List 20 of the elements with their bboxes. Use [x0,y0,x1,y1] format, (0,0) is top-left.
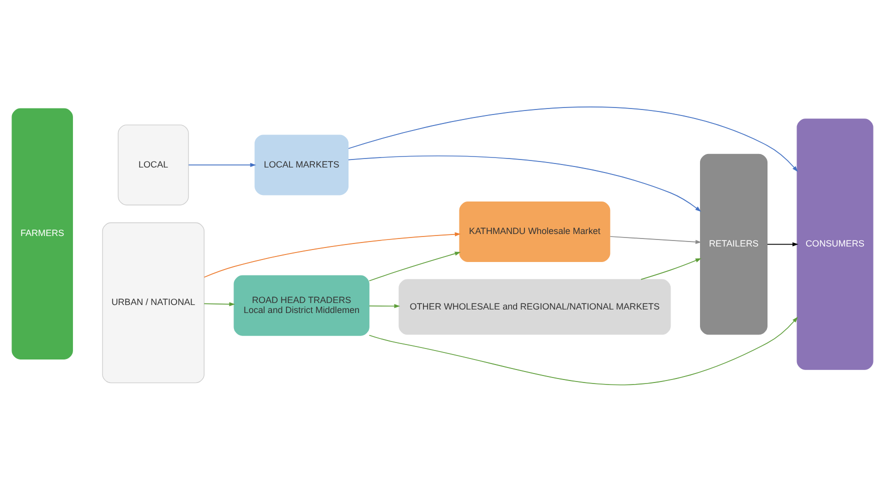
node-box: FARMERS [12,108,73,360]
arrow [204,232,461,278]
arrow [368,316,798,386]
node-box: ROAD HEAD TRADERS Local and District Middlemen [234,275,370,336]
arrow [610,236,702,244]
node-box: KATHMANDU Wholesale Market [459,202,610,262]
arrow [188,162,256,168]
node-box: CONSUMERS [796,118,874,370]
arrow [348,106,798,172]
arrow [368,252,461,282]
arrow [640,258,702,280]
node-box: LOCAL MARKETS [254,134,349,196]
arrow [348,156,702,212]
arrow [204,302,236,306]
node-box: OTHER WHOLESALE and REGIONAL/NATIONAL MARKETS [398,279,671,335]
arrow [767,242,798,246]
node-box: URBAN / NATIONAL [102,222,204,384]
node-box: RETAILERS [700,154,768,335]
arrow [368,304,400,308]
node-box: LOCAL [118,124,189,206]
